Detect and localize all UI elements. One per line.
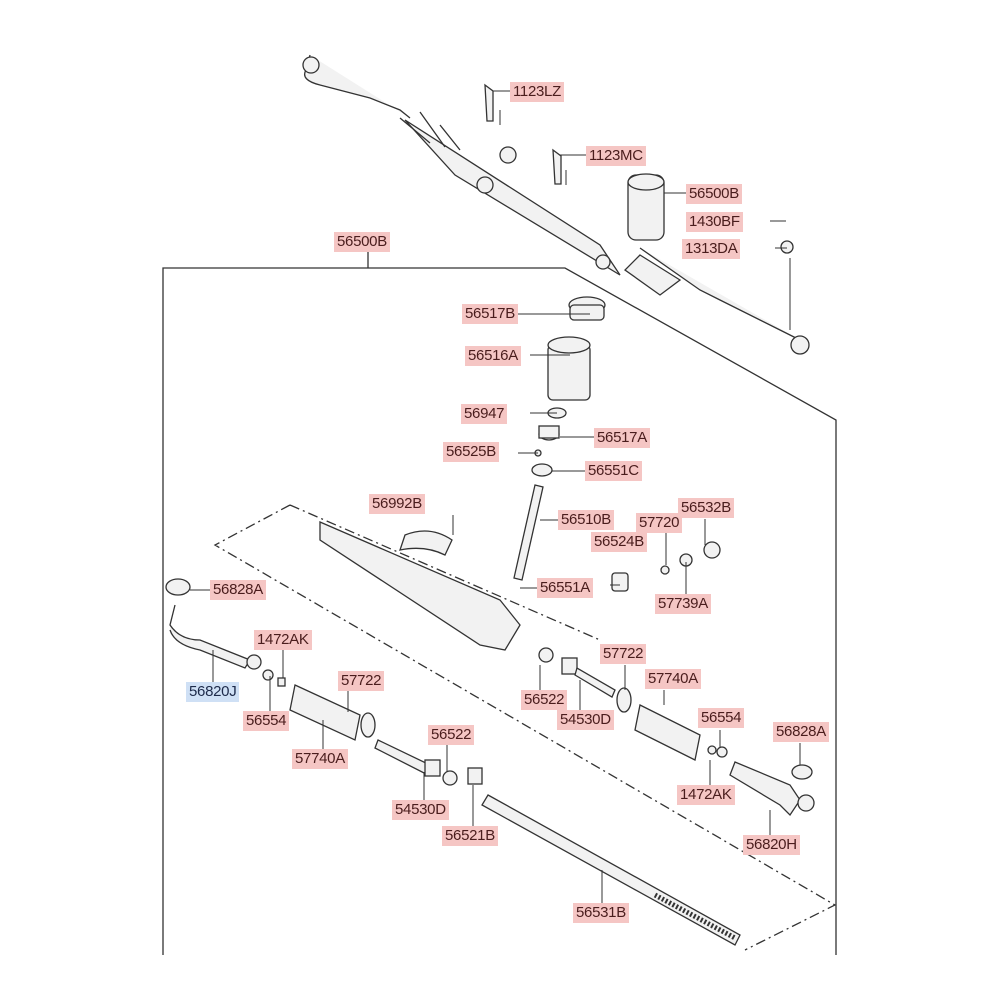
part-label[interactable]: 56522: [428, 725, 475, 745]
part-label[interactable]: 57739A: [655, 594, 711, 614]
part-label[interactable]: 56828A: [773, 722, 829, 742]
part-label[interactable]: 56554: [698, 708, 745, 728]
part-label[interactable]: 56525B: [443, 442, 499, 462]
part-label[interactable]: 56554: [243, 711, 290, 731]
leader-lines: [190, 90, 801, 903]
part-label[interactable]: 57740A: [645, 669, 701, 689]
part-label[interactable]: 56820H: [743, 835, 800, 855]
part-label[interactable]: 56521B: [442, 826, 498, 846]
part-label[interactable]: 56531B: [573, 903, 629, 923]
part-label[interactable]: 1472AK: [677, 785, 735, 805]
part-label[interactable]: 56524B: [591, 532, 647, 552]
part-label[interactable]: 56532B: [678, 498, 734, 518]
part-label[interactable]: 1430BF: [686, 212, 743, 232]
part-label[interactable]: 56510B: [558, 510, 614, 530]
part-label[interactable]: 57722: [600, 644, 647, 664]
upper-rack-assembly: [302, 54, 810, 355]
part-label[interactable]: 1123MC: [586, 146, 646, 166]
part-label[interactable]: 56947: [461, 404, 508, 424]
pinion-components: [319, 296, 721, 651]
part-label[interactable]: 56517A: [594, 428, 650, 448]
part-label[interactable]: 56522: [521, 690, 568, 710]
part-label[interactable]: 56516A: [465, 346, 521, 366]
part-label[interactable]: 56551A: [537, 578, 593, 598]
part-label[interactable]: 54530D: [557, 710, 614, 730]
part-label[interactable]: 56551C: [585, 461, 642, 481]
part-label-selected[interactable]: 56820J: [186, 682, 240, 702]
part-label[interactable]: 56500B: [686, 184, 742, 204]
part-label[interactable]: 1313DA: [682, 239, 741, 259]
part-label[interactable]: 56992B: [369, 494, 425, 514]
part-label[interactable]: 57740A: [292, 749, 348, 769]
part-label[interactable]: 1472AK: [254, 630, 312, 650]
part-label[interactable]: 56500B: [334, 232, 390, 252]
dashed-group-outline: [213, 504, 837, 951]
part-label[interactable]: 57722: [338, 671, 385, 691]
left-tie-rod: [165, 578, 741, 946]
right-tie-rod: [538, 647, 815, 817]
part-label[interactable]: 56517B: [462, 304, 518, 324]
part-label[interactable]: 57720: [636, 513, 683, 533]
part-label[interactable]: 56828A: [210, 580, 266, 600]
part-label[interactable]: 54530D: [392, 800, 449, 820]
assembly-frame: [162, 267, 837, 955]
part-label[interactable]: 1123LZ: [510, 82, 564, 102]
